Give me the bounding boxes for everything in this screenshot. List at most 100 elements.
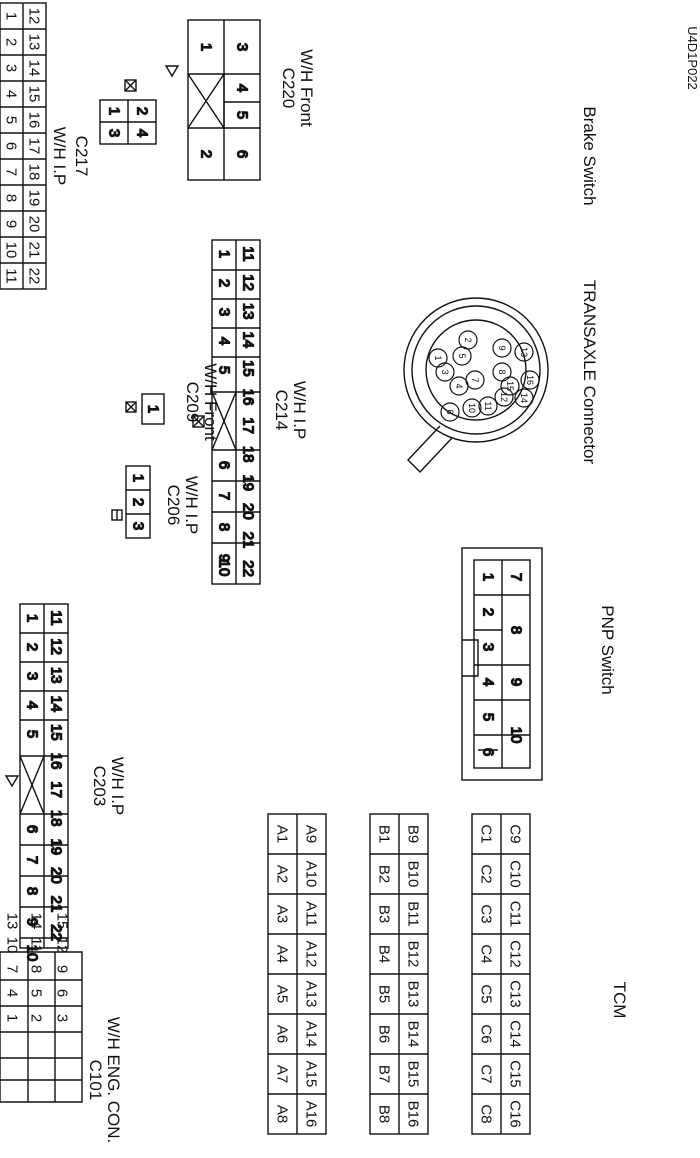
tcm-pin: C16 <box>507 1100 524 1128</box>
transaxle-pin-circle <box>492 338 512 358</box>
connector-c203: C203 W/H I.P 123456789101112131415161718… <box>4 603 127 962</box>
transaxle-pin-circle <box>520 370 540 390</box>
tcm-pin: B14 <box>405 1021 422 1048</box>
transaxle-pin: 16 <box>525 375 535 385</box>
c217-harness: W/H I.P <box>50 127 69 186</box>
c217-pin: 9 <box>3 220 20 228</box>
c206-pin: 3 <box>130 522 147 530</box>
tcm-pin: C11 <box>507 901 524 927</box>
c203-pin: 11 <box>48 610 65 626</box>
c101-pin: 4 <box>4 989 21 997</box>
tcm-pin: B6 <box>376 1025 393 1043</box>
connector-c206: C206 W/H I.P 123 <box>111 465 201 539</box>
c217-pin: 10 <box>3 242 20 259</box>
brake-switch-pin: 4 <box>134 129 151 137</box>
c203-pin: 15 <box>48 724 65 741</box>
c214-pin: 17 <box>240 417 257 434</box>
transaxle-pin-circle <box>500 376 520 396</box>
c214-pin: 21 <box>240 532 257 549</box>
c217-pin: 18 <box>26 164 43 181</box>
connector-c209: C209 W/H Front 1 <box>125 363 220 441</box>
c206-id: C206 <box>164 485 183 526</box>
c203-pin: 17 <box>48 781 65 798</box>
c214-pin: 13 <box>240 303 257 320</box>
transaxle-pin-circle <box>514 388 534 408</box>
tcm-pin: C14 <box>507 1020 524 1048</box>
tcm-pin: A2 <box>274 865 291 883</box>
c214-pin: 2 <box>216 279 233 287</box>
c203-pin: 2 <box>24 643 41 651</box>
c101-pin: 15 <box>54 913 71 930</box>
tcm-pin: A14 <box>303 1021 320 1048</box>
c220-pin: 2 <box>198 150 215 158</box>
transaxle-pin-circle <box>465 370 485 390</box>
transaxle-pin-circle <box>494 387 514 407</box>
c203-pin: 8 <box>24 887 41 895</box>
brake-switch-pin: 2 <box>134 107 151 115</box>
tcm-pin: B10 <box>405 861 422 888</box>
c220-pin: 4 <box>234 84 251 92</box>
c209-harness: W/H Front <box>201 363 220 441</box>
pnp-pin: 2 <box>480 608 497 616</box>
transaxle-pin-circle <box>462 398 482 418</box>
c203-pin: 16 <box>48 753 65 770</box>
c217-pin: 4 <box>3 90 20 98</box>
c203-pin: 20 <box>48 867 65 884</box>
c101-pin: 9 <box>54 965 71 973</box>
c101-harness: W/H ENG. CON. <box>104 1017 123 1144</box>
c217-pin: 6 <box>3 142 20 150</box>
tcm-pin: A1 <box>274 825 291 843</box>
tcm-pin: A9 <box>303 825 320 843</box>
tcm-pin: C9 <box>507 824 524 843</box>
tcm-pin: C1 <box>478 824 495 843</box>
tcm-pin: C6 <box>478 1024 495 1043</box>
c209-pin: 1 <box>145 405 162 413</box>
tcm-pin: B7 <box>376 1065 393 1083</box>
c217-pin: 16 <box>26 112 43 129</box>
c220-polarity-marker <box>164 65 180 78</box>
c209-id: C209 <box>183 382 202 423</box>
brake-switch-pin: 3 <box>106 129 123 137</box>
c101-pin: 6 <box>54 989 71 997</box>
tcm-pin: A6 <box>274 1025 291 1043</box>
transaxle-pin-circle <box>478 396 498 416</box>
c220-pin: 6 <box>234 150 251 158</box>
transaxle-pin: 13 <box>519 347 529 357</box>
tcm-pin: A3 <box>274 905 291 923</box>
transaxle-pin: 8 <box>497 369 507 374</box>
pnp-pin: 7 <box>508 573 525 581</box>
pnp-pin: 1 <box>480 573 497 581</box>
c217-pin: 8 <box>3 194 20 202</box>
c217-pin: 20 <box>26 216 43 233</box>
pnp-pin: 10 <box>508 727 525 744</box>
c203-pin: 3 <box>24 672 41 680</box>
tcm-pin: B2 <box>376 865 393 883</box>
transaxle-pin-circle <box>452 346 472 366</box>
pnp-pin: 6 <box>480 748 497 756</box>
tcm-pin: B11 <box>405 901 422 927</box>
tcm-pin: A4 <box>274 945 291 963</box>
tcm-pin: B1 <box>376 825 393 843</box>
tcm-pin: B8 <box>376 1105 393 1123</box>
tcm-pin: A10 <box>303 861 320 888</box>
tcm-pin: C13 <box>507 980 524 1008</box>
tcm-pin: C8 <box>478 1104 495 1123</box>
c214-pin: 16 <box>240 389 257 406</box>
c214-pin: 11 <box>240 246 257 262</box>
c101-pin: 1 <box>4 1014 21 1022</box>
transaxle-pin: 10 <box>467 403 477 413</box>
tcm-pin: B9 <box>405 825 422 843</box>
tcm-pin: B15 <box>405 1061 422 1088</box>
c214-pin: 18 <box>240 446 257 463</box>
pnp-pin: 5 <box>480 713 497 721</box>
tcm-pin: C3 <box>478 904 495 923</box>
c217-pin: 12 <box>26 8 43 25</box>
c217-pin: 21 <box>26 242 43 259</box>
